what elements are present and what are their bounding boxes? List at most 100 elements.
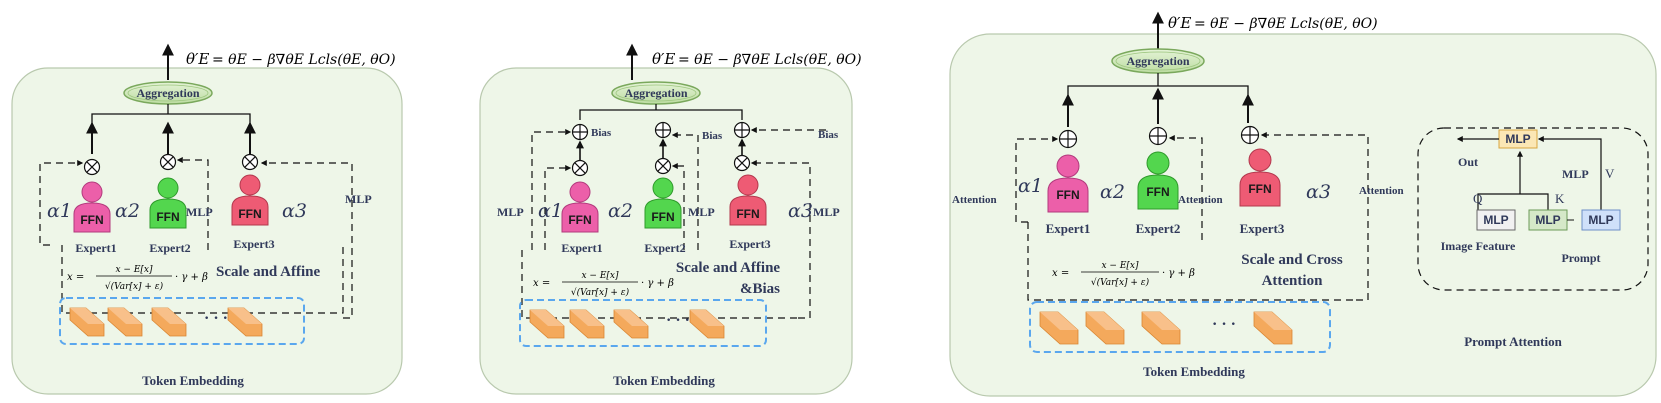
mlp-q-box	[1476, 209, 1516, 231]
svg-text:x =: x =	[533, 278, 550, 289]
svg-text:FFN: FFN	[80, 213, 103, 227]
token-2	[569, 309, 605, 339]
token-1	[529, 309, 565, 339]
prompt-label: Prompt	[1561, 251, 1600, 265]
svg-text:MLP: MLP	[1535, 213, 1560, 227]
token-embedding-label: Token Embedding	[613, 373, 715, 388]
prompt-attention-title: Prompt Attention	[1464, 334, 1562, 349]
token-2	[107, 307, 143, 337]
mlp-outer-label: MLP	[813, 205, 840, 219]
svg-text:√(Var[x] + ε): √(Var[x] + ε)	[571, 287, 630, 298]
svg-text:FFN: FFN	[568, 213, 591, 227]
otimes-3	[733, 154, 751, 172]
token-embedding-label: Token Embedding	[142, 373, 244, 388]
aggregation-label: Aggregation	[136, 86, 199, 100]
norm-formula: x = x − E[x] √(Var[x] + ε) · γ + β	[1052, 261, 1195, 288]
alpha-3: α3	[788, 200, 813, 222]
svg-text:FFN: FFN	[1056, 188, 1079, 202]
theta-prime-label: θ′E	[186, 50, 209, 68]
update-rule-text: = θE − β∇θE Lcls(θE, θO)	[678, 52, 862, 68]
oplus-3	[733, 121, 751, 139]
token-box	[1029, 301, 1331, 353]
svg-text:x − E[x]: x − E[x]	[1101, 261, 1138, 271]
token-ellipsis: · · ·	[204, 310, 228, 327]
svg-text:· γ + β: · γ + β	[641, 278, 674, 289]
alpha-1: α1	[47, 200, 72, 222]
svg-text:· γ + β: · γ + β	[175, 272, 208, 283]
otimes-3	[241, 153, 259, 171]
token-2	[1085, 311, 1125, 345]
mlp-inner-label: MLP	[688, 205, 715, 219]
update-rule-text: = θE − β∇θE Lcls(θE, θO)	[1194, 16, 1378, 32]
norm-formula: x = x − E[x] √(Var[x] + ε) · γ + β	[67, 265, 208, 292]
mlp-outer-label: MLP	[345, 192, 372, 206]
norm-formula: x = x − E[x] √(Var[x] + ε) · γ + β	[533, 271, 674, 298]
alpha-1: α1	[1018, 175, 1043, 197]
method-label-line2: &Bias	[740, 281, 780, 297]
image-feature-label: Image Feature	[1441, 239, 1516, 253]
svg-text:FFN: FFN	[651, 210, 674, 224]
aggregation-label: Aggregation	[624, 86, 687, 100]
token-ellipsis: · · ·	[1212, 316, 1236, 333]
theta-prime-label: θ′E	[652, 50, 675, 68]
token-3	[151, 307, 187, 337]
theta-prime-label: θ′E	[1168, 14, 1191, 32]
q-label: Q	[1473, 191, 1483, 206]
token-4	[227, 307, 263, 337]
token-4	[689, 309, 725, 339]
token-box	[59, 297, 305, 345]
oplus-2	[654, 121, 672, 139]
oplus-1	[571, 123, 589, 141]
mlp-v-box	[1581, 209, 1621, 231]
token-3	[613, 309, 649, 339]
oplus-1	[1058, 129, 1078, 149]
token-1	[69, 307, 105, 337]
attention-left-label: Attention	[952, 194, 997, 206]
method-label-line2: Attention	[1262, 273, 1323, 289]
expert-2: FFN Expert2	[1136, 151, 1181, 236]
mlp-left-label: MLP	[497, 205, 524, 219]
oplus-3	[1240, 125, 1260, 145]
panel-scale-cross-attention: θ′E = θE − β∇θE Lcls(θE, θO) Aggregation…	[949, 11, 1657, 397]
expert-2-label: Expert2	[149, 241, 190, 255]
expert-2: FFN Expert2	[644, 177, 686, 255]
svg-text:x =: x =	[67, 272, 84, 283]
svg-text:x =: x =	[1052, 268, 1069, 279]
svg-text:√(Var[x] + ε): √(Var[x] + ε)	[105, 281, 164, 292]
token-embedding-label: Token Embedding	[1143, 364, 1245, 379]
expert-2: FFN Expert2	[149, 177, 191, 255]
prompt-attention-frame	[1417, 127, 1649, 291]
bias-label-3: Bias	[818, 129, 839, 141]
panel-scale-affine: θ′E = θE − β∇θE Lcls(θE, θO) Aggregation…	[11, 43, 403, 395]
svg-text:x − E[x]: x − E[x]	[581, 271, 618, 281]
token-1	[1039, 311, 1079, 345]
expert-3: FFN Expert3	[729, 174, 771, 251]
out-label: Out	[1458, 155, 1478, 169]
token-3	[1141, 311, 1181, 345]
alpha-2: α2	[608, 200, 633, 222]
mlp-inner-label: MLP	[186, 205, 213, 219]
expert-2-label: Expert2	[644, 241, 685, 255]
token-box	[519, 299, 767, 347]
bias-label-2: Bias	[702, 130, 723, 142]
bias-label-1: Bias	[591, 127, 612, 139]
attention-inner-label: Attention	[1178, 194, 1223, 206]
alpha-2: α2	[1100, 181, 1125, 203]
svg-text:MLP: MLP	[1505, 132, 1530, 146]
v-label: V	[1605, 166, 1615, 181]
alpha-3: α3	[1306, 181, 1331, 203]
expert-1: FFN Expert1	[1046, 154, 1090, 236]
method-label-line1: Scale and Cross	[1241, 252, 1343, 268]
update-rule-text: = θE − β∇θE Lcls(θE, θO)	[212, 52, 396, 68]
panel-background	[11, 67, 403, 395]
token-ellipsis: · · ·	[666, 312, 690, 329]
svg-text:FFN: FFN	[156, 210, 179, 224]
alpha-1: α1	[538, 200, 563, 222]
expert-2-label: Expert2	[1136, 221, 1181, 236]
svg-text:· γ + β: · γ + β	[1162, 268, 1195, 279]
alpha-2: α2	[115, 200, 140, 222]
token-4	[1253, 311, 1293, 345]
expert-1-label: Expert1	[561, 241, 602, 255]
